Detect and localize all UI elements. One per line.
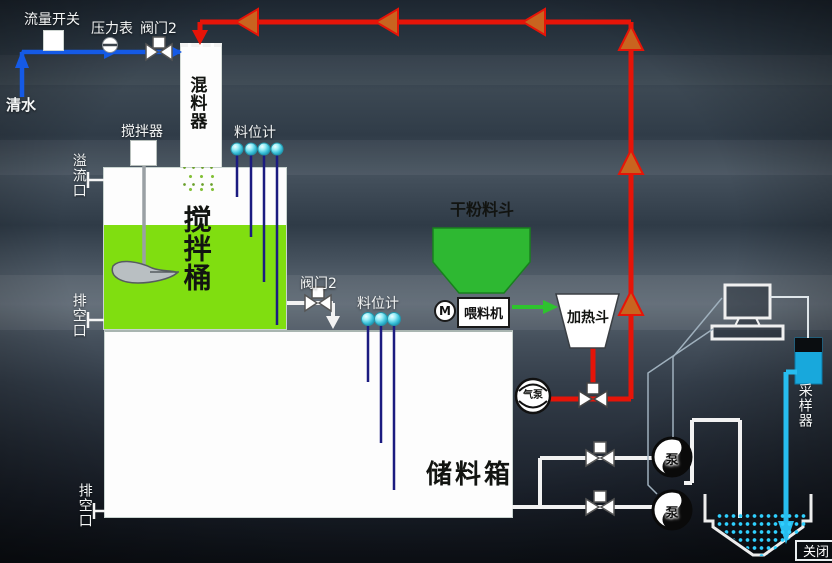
level-gauge-mixing-label: 料位计 bbox=[234, 125, 276, 141]
storage-tank-label: 储料箱 bbox=[426, 460, 514, 490]
outlet-valve-upper-icon bbox=[585, 441, 615, 468]
blue-water-pipe bbox=[19, 49, 180, 97]
level-sensors-mixing bbox=[230, 142, 284, 325]
drain-port-storage-icon bbox=[92, 503, 105, 519]
dry-powder-hopper-label: 干粉料斗 bbox=[450, 200, 515, 219]
dry-powder-hopper-shape bbox=[432, 227, 531, 294]
clean-water-label: 清水 bbox=[6, 96, 37, 114]
heating-hopper-label: 加热斗 bbox=[567, 310, 609, 326]
close-button-label: 关闭 bbox=[802, 545, 829, 560]
drain-port-mixing-icon bbox=[86, 312, 104, 328]
air-pump-label: 气泵 bbox=[523, 390, 543, 401]
level-sensors-storage bbox=[361, 312, 401, 490]
valve2-top-icon bbox=[145, 36, 173, 62]
outlet-valve-lower-icon bbox=[585, 490, 615, 517]
valve2-transfer-label: 阀门2 bbox=[300, 276, 337, 292]
pump-lower-label: 泵 bbox=[665, 506, 679, 521]
mixing-tank-label: 搅拌桶 bbox=[179, 205, 213, 292]
mixer-label: 混料器 bbox=[186, 76, 207, 130]
flow-switch-label: 流量开关 bbox=[24, 12, 80, 28]
agitator-motor-box bbox=[130, 140, 157, 166]
white-down-arrow bbox=[326, 316, 340, 329]
feeder-box: 喂料机 bbox=[457, 297, 510, 328]
drain-port-mixing-label: 排空口 bbox=[70, 293, 87, 338]
feeder-motor-circle: M bbox=[434, 300, 456, 322]
sampler-label: 采样器 bbox=[796, 383, 813, 428]
overflow-port-icon bbox=[86, 172, 104, 188]
sampler-device bbox=[794, 337, 823, 385]
agitator-impeller bbox=[111, 166, 179, 284]
red-line-valve-icon bbox=[578, 382, 608, 409]
flow-switch-box bbox=[43, 30, 64, 51]
motor-label: M bbox=[439, 304, 451, 318]
green-feed-arrow bbox=[512, 300, 558, 314]
computer-monitor bbox=[710, 283, 785, 341]
overflow-port-label: 溢流口 bbox=[70, 153, 87, 198]
close-button[interactable]: 关闭 bbox=[795, 540, 832, 561]
feeder-label: 喂料机 bbox=[463, 307, 503, 322]
red-down-arrow bbox=[192, 30, 208, 45]
agitator-label: 搅拌器 bbox=[121, 124, 163, 140]
pressure-gauge-icon bbox=[102, 37, 118, 53]
pressure-gauge-label: 压力表 bbox=[91, 21, 133, 37]
drain-port-storage-label: 排空口 bbox=[76, 483, 93, 528]
pump-upper-label: 泵 bbox=[665, 453, 679, 468]
valve2-top-label: 阀门2 bbox=[140, 21, 177, 37]
level-gauge-storage-label: 料位计 bbox=[357, 296, 399, 312]
